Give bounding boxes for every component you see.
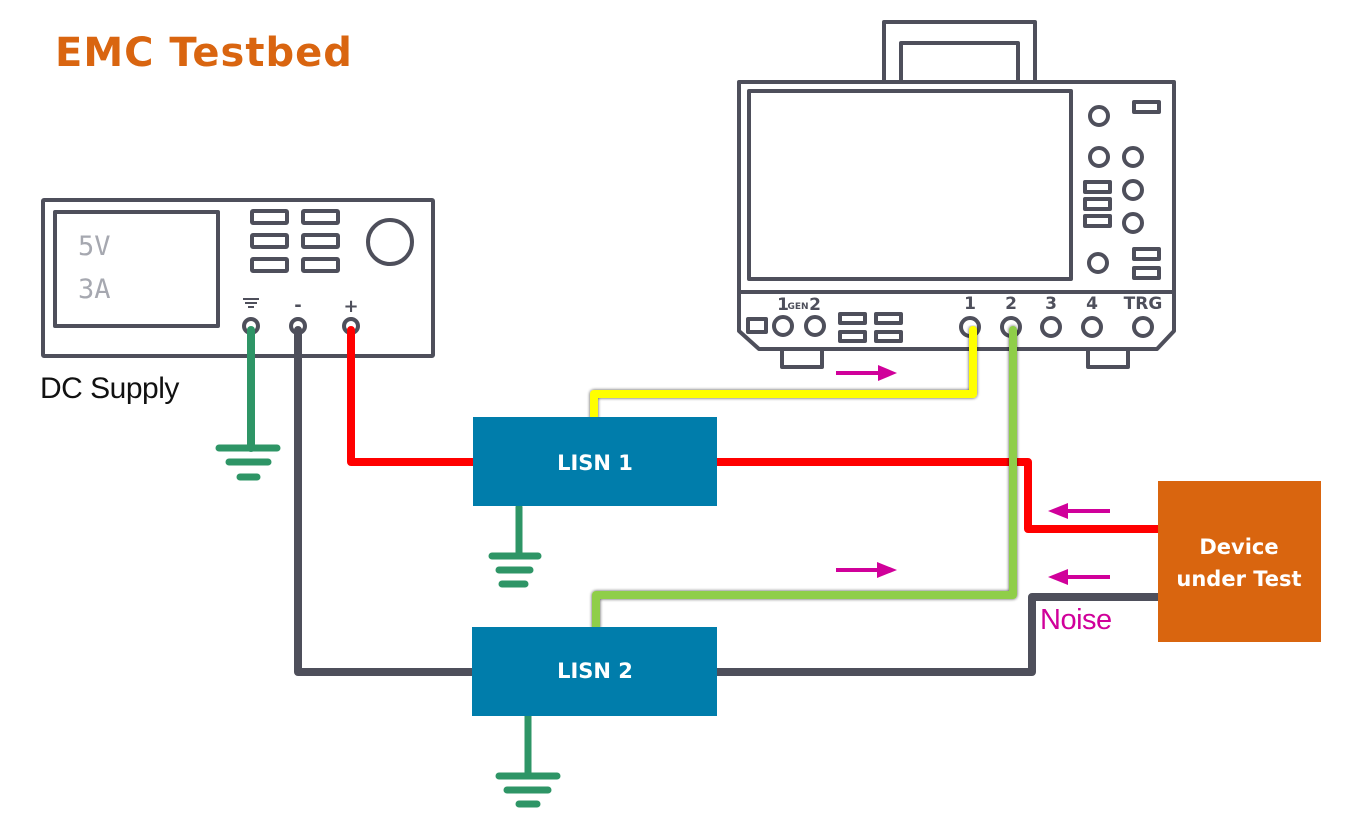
scope-button[interactable] xyxy=(838,312,867,325)
positive-wire-supply-to-lisn1 xyxy=(347,326,478,466)
negative-wire-supply-to-lisn2 xyxy=(294,326,478,676)
scope-button[interactable] xyxy=(1132,100,1161,114)
negative-wire-lisn2-to-dut xyxy=(712,593,1164,676)
ground-symbol-icon xyxy=(488,503,542,588)
lisn2-box xyxy=(472,627,717,716)
dut-label-line1: Device xyxy=(1199,535,1278,559)
dc-supply xyxy=(41,198,435,358)
dc-supply-knob[interactable] xyxy=(366,218,414,266)
dc-supply-button[interactable] xyxy=(301,257,340,273)
scope-button[interactable] xyxy=(1132,247,1161,261)
scope-handle-inner xyxy=(899,41,1020,82)
scope-handle-outer xyxy=(882,20,1037,82)
scope-button[interactable] xyxy=(1083,214,1112,228)
ground-symbol-icon xyxy=(495,712,561,808)
lisn1-label: LISN 1 xyxy=(557,451,633,475)
display-current: 3A xyxy=(78,274,111,305)
gen1-output-connector[interactable] xyxy=(772,315,794,337)
ch3-input-connector[interactable] xyxy=(1040,316,1062,338)
scope-knob[interactable] xyxy=(1122,146,1144,168)
scope-knob[interactable] xyxy=(1088,105,1110,127)
lisn2: LISN 2 xyxy=(472,627,717,716)
device-under-test: Device under Test xyxy=(1158,481,1321,642)
dc-supply-button[interactable] xyxy=(250,209,289,225)
gen2-output-connector[interactable] xyxy=(804,315,826,337)
dut-positive-arrow-icon xyxy=(1048,503,1110,519)
negative-terminal-label: - xyxy=(294,295,301,316)
ch2-signal-arrow-icon xyxy=(836,562,897,578)
dc-supply-body xyxy=(41,198,435,358)
gen1-label: 1 xyxy=(777,295,789,315)
scope-button[interactable] xyxy=(874,312,903,325)
scope-button[interactable] xyxy=(1132,266,1161,280)
dut-box xyxy=(1158,481,1321,642)
scope-button[interactable] xyxy=(874,330,903,343)
scope-body xyxy=(737,80,1176,351)
scope-button[interactable] xyxy=(838,330,867,343)
trigger-input-connector[interactable] xyxy=(1132,316,1154,338)
probe-cable-ch2 xyxy=(592,326,1017,631)
ch1-label: 1 xyxy=(964,294,976,314)
ch2-label: 2 xyxy=(1005,294,1017,314)
ch4-label: 4 xyxy=(1086,294,1098,314)
positive-wire-lisn1-to-dut xyxy=(712,458,1164,533)
scope-foot-right xyxy=(1086,347,1130,369)
lisn1: LISN 1 xyxy=(473,417,717,506)
gen-label: GEN xyxy=(787,302,808,312)
ground-terminal-symbol-icon xyxy=(243,298,259,308)
scope-knob[interactable] xyxy=(1122,179,1144,201)
dc-supply-button[interactable] xyxy=(301,209,340,225)
gen2-label: 2 xyxy=(809,295,821,315)
noise-label: Noise xyxy=(1040,604,1112,636)
display-voltage: 5V xyxy=(78,231,111,262)
scope-foot-left xyxy=(780,347,824,369)
ground-symbol-icon xyxy=(215,444,281,481)
scope-knob[interactable] xyxy=(1087,252,1109,274)
scope-knob[interactable] xyxy=(1088,146,1110,168)
lisn1-box xyxy=(473,417,717,506)
dc-supply-display xyxy=(53,210,220,328)
scope-knob[interactable] xyxy=(1122,212,1144,234)
oscilloscope xyxy=(737,20,1176,369)
lisn2-label: LISN 2 xyxy=(557,659,633,683)
scope-button[interactable] xyxy=(1083,197,1112,211)
dc-supply-button[interactable] xyxy=(250,257,289,273)
dc-supply-button[interactable] xyxy=(250,233,289,249)
probe-cable-ch1 xyxy=(590,326,977,422)
ch1-signal-arrow-icon xyxy=(836,365,897,381)
ch3-label: 3 xyxy=(1045,294,1057,314)
dut-negative-arrow-icon xyxy=(1048,569,1110,585)
scope-button[interactable] xyxy=(1083,180,1112,194)
positive-terminal-label: + xyxy=(343,296,358,317)
ch4-input-connector[interactable] xyxy=(1081,316,1103,338)
scope-power-button[interactable] xyxy=(746,317,768,334)
trg-label: TRG xyxy=(1124,294,1163,314)
dc-supply-label: DC Supply xyxy=(40,372,179,405)
page-title: EMC Testbed xyxy=(55,30,353,76)
dc-supply-button[interactable] xyxy=(301,233,340,249)
dut-label-line2: under Test xyxy=(1176,567,1301,591)
scope-screen xyxy=(747,89,1073,281)
